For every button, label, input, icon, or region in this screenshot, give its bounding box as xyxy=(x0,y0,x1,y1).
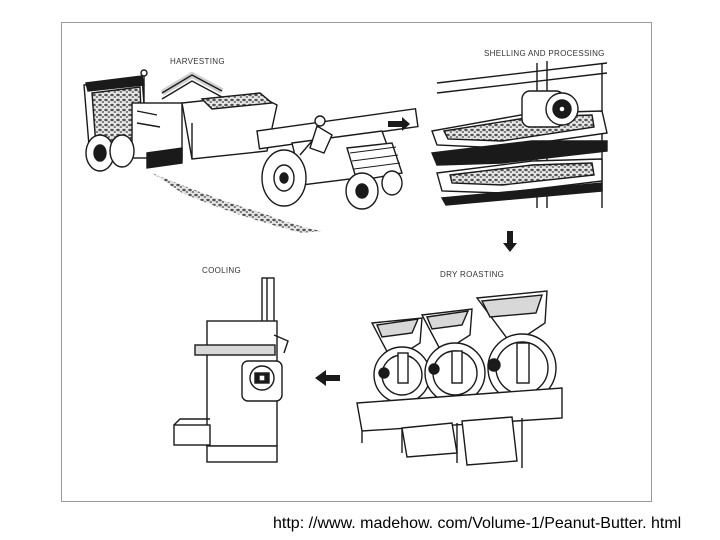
stage-label-harvesting: HARVESTING xyxy=(170,57,225,66)
arrow-icon xyxy=(503,231,517,252)
harvester-illustration xyxy=(83,69,419,233)
shelling-illustration xyxy=(430,61,608,208)
source-url-caption: http: //www. madehow. com/Volume-1/Peanu… xyxy=(273,515,682,532)
stage-label-shelling: SHELLING AND PROCESSING xyxy=(484,49,605,58)
cooler-illustration xyxy=(173,277,289,463)
diagram-artwork xyxy=(83,61,608,468)
roaster-illustration xyxy=(356,290,563,468)
stage-label-dry-roasting: DRY ROASTING xyxy=(440,270,505,279)
arrow-icon xyxy=(388,117,410,131)
stage-label-cooling: COOLING xyxy=(202,266,241,275)
process-diagram: HARVESTING SHELLING AND PROCESSING DRY R… xyxy=(61,22,652,502)
arrow-icon xyxy=(315,370,340,386)
